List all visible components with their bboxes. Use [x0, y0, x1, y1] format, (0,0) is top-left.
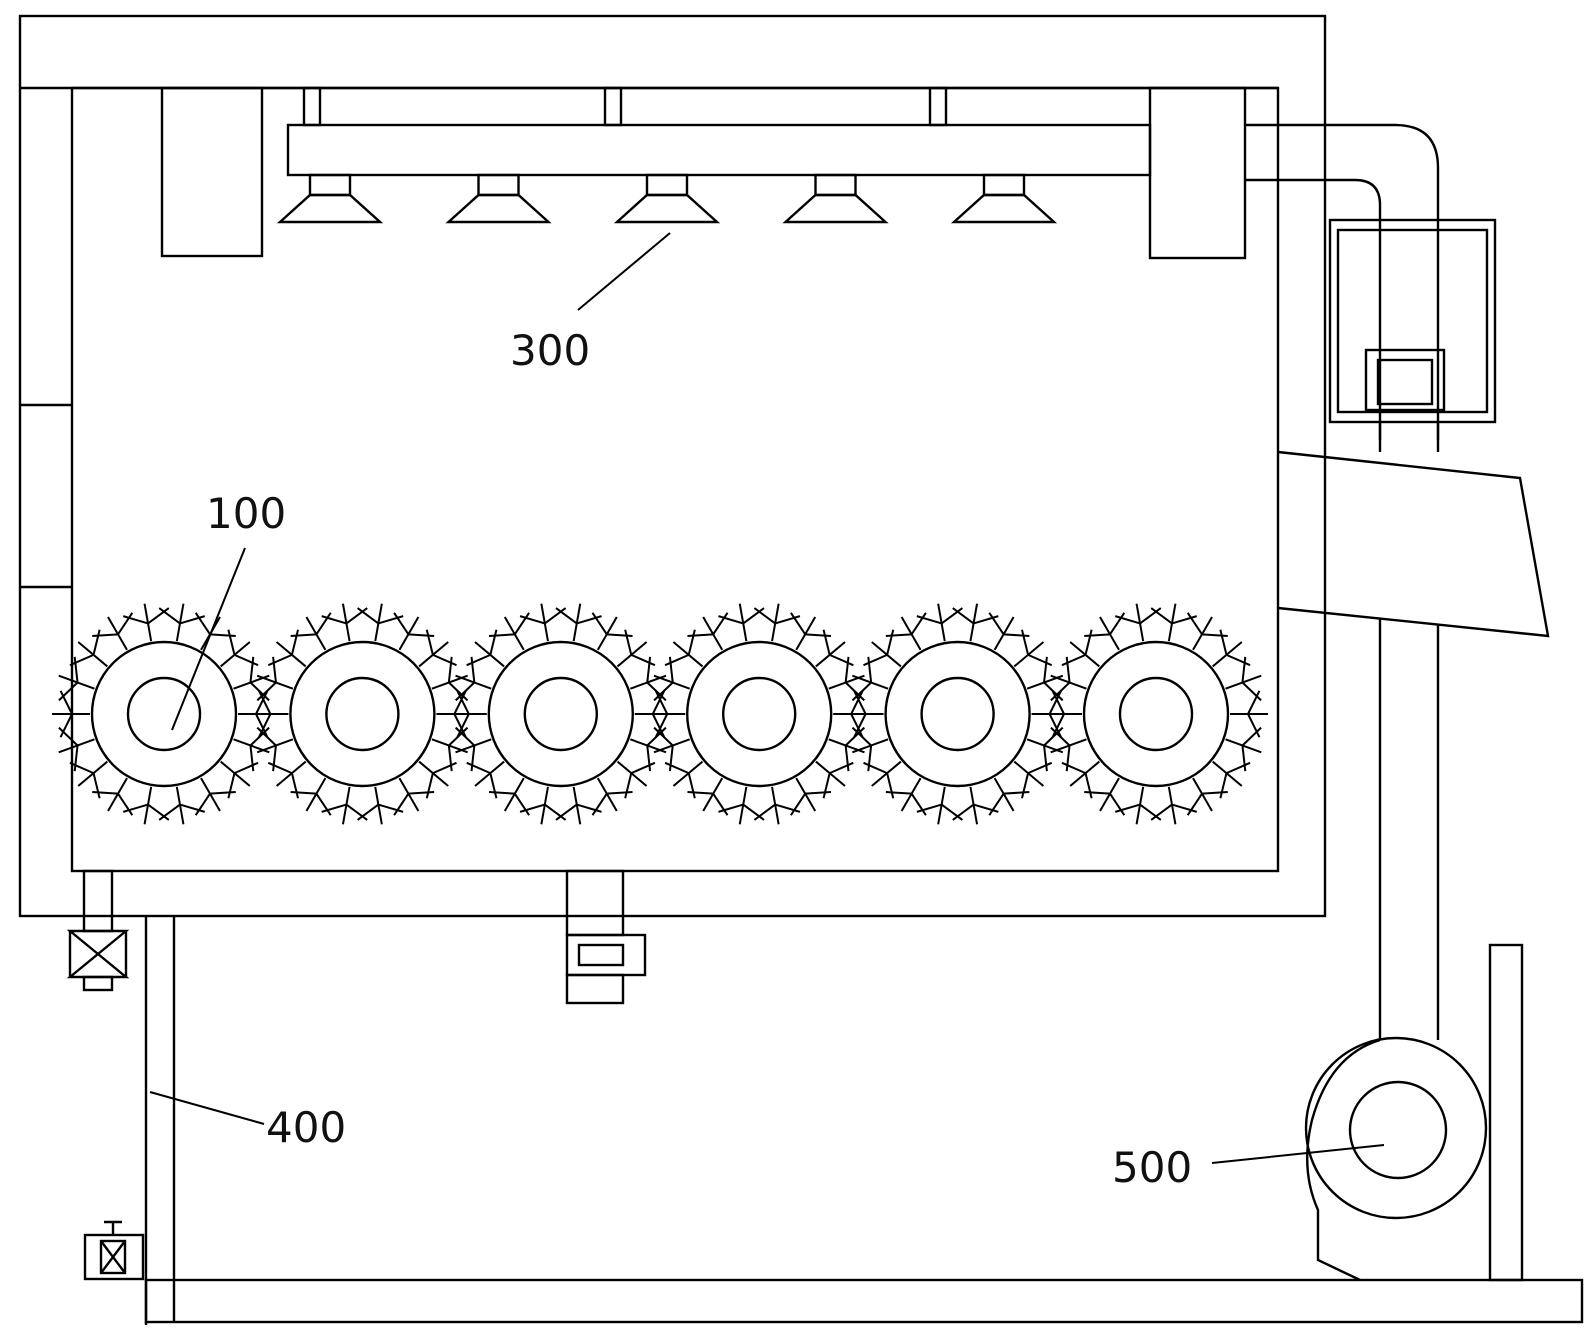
brush-bristles	[448, 603, 673, 825]
spray-nozzle	[950, 173, 1058, 224]
brush-hub	[126, 676, 202, 752]
spray-nozzle	[613, 173, 721, 224]
air-duct	[1245, 123, 1440, 440]
brush-bristles	[52, 603, 276, 825]
filter-box	[1328, 218, 1497, 452]
spray-nozzle	[276, 173, 384, 224]
brush-bristles	[1044, 603, 1268, 825]
inner-tank	[70, 86, 1280, 873]
brush-ring	[686, 640, 833, 788]
leader-lines	[149, 232, 1385, 1164]
brush-bristles	[845, 603, 1070, 825]
brush-hub	[1118, 676, 1194, 752]
label-brush-rollers: 100	[206, 489, 286, 538]
right-upper-block	[1148, 86, 1247, 260]
brush-ring	[90, 640, 238, 788]
drain-valve	[66, 869, 130, 992]
label-fan-blower: 500	[1112, 1143, 1192, 1192]
brush-ring	[487, 640, 634, 788]
brush-ring	[289, 640, 436, 788]
brush-hub	[523, 676, 598, 752]
brush-hub	[325, 676, 400, 752]
brush-roller	[52, 603, 276, 825]
brush-ring	[884, 640, 1031, 788]
bottom-valve	[83, 1220, 145, 1281]
brush-bristles	[250, 603, 475, 825]
left-upper-block	[160, 86, 264, 258]
fan-blower	[1304, 943, 1524, 1282]
spray-nozzles	[276, 173, 1058, 224]
center-outlet	[565, 869, 647, 1005]
brush-roller	[845, 603, 1070, 825]
brush-bristles	[647, 603, 872, 825]
spray-nozzle	[445, 173, 552, 224]
label-support-frame: 400	[266, 1103, 346, 1152]
brush-hub	[920, 676, 995, 752]
label-spray-assembly: 300	[510, 326, 590, 375]
spray-nozzle	[782, 173, 889, 224]
brush-roller	[1044, 603, 1268, 825]
brush-roller	[647, 603, 872, 825]
outlet-chute	[1277, 450, 1550, 638]
blower-pipe	[1378, 618, 1440, 1040]
brush-roller	[250, 603, 475, 825]
spray-pipe	[286, 86, 1152, 177]
brush-roller-row	[52, 603, 1268, 825]
brush-ring	[1082, 640, 1230, 788]
brush-roller	[448, 603, 673, 825]
brush-hub	[722, 676, 797, 752]
support-frame	[144, 916, 1584, 1325]
